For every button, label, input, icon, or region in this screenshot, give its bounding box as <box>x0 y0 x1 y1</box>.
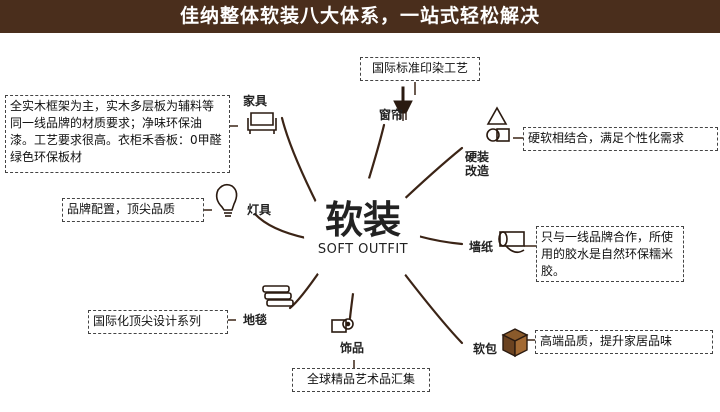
connector-soft-bag <box>398 266 464 345</box>
connector-lamp <box>253 212 308 240</box>
connector-hard-soft <box>396 146 464 207</box>
label-decor: 饰品 <box>339 341 364 355</box>
note-decor: 全球精品艺术品汇集 <box>292 368 430 392</box>
note-curtain: 国际标准印染工艺 <box>360 57 480 81</box>
box-icon <box>501 328 529 358</box>
connector-furniture <box>280 116 320 208</box>
center-title: 软装 <box>324 198 401 242</box>
banner-title: 佳纳整体软装八大体系，一站式轻松解决 <box>0 0 720 33</box>
note-carpet: 国际化顶尖设计系列 <box>88 310 228 334</box>
connector-carpet <box>288 266 324 310</box>
label-lamp: 灯具 <box>246 203 271 217</box>
label-curtain: 窗帘 <box>378 108 403 122</box>
carpet-stack-icon <box>262 285 294 307</box>
curtain-lamp-icon <box>393 86 413 121</box>
wallpaper-roll-icon <box>498 231 525 254</box>
label-wallpaper: 墙纸 <box>468 240 493 254</box>
note-lamp: 品牌配置，顶尖品质 <box>62 198 204 222</box>
note-hard-soft: 硬软相结合，满足个性化需求 <box>523 127 718 151</box>
lightbulb-icon <box>215 183 238 217</box>
note-soft-bag: 高端品质，提升家居品味 <box>535 330 713 354</box>
center-subtitle: SOFT OUTFIT <box>317 242 409 257</box>
label-soft-bag: 软包 <box>472 342 497 356</box>
label-furniture: 家具 <box>242 94 267 108</box>
note-wallpaper: 只与一线品牌合作，所使用的胶水是自然环保糯米胶。 <box>536 226 684 282</box>
center-circle <box>304 178 420 294</box>
sofa-icon <box>247 112 277 134</box>
shapes-icon <box>486 106 510 142</box>
decor-gear-icon <box>331 318 354 333</box>
note-furniture: 全实木框架为主，实木多层板为辅料等同一线品牌的材质要求；净味环保油漆。工艺要求很… <box>5 95 230 173</box>
label-hard-soft: 硬装 改造 <box>464 150 489 178</box>
connector-wallpaper <box>416 234 464 246</box>
label-carpet: 地毯 <box>242 313 267 327</box>
